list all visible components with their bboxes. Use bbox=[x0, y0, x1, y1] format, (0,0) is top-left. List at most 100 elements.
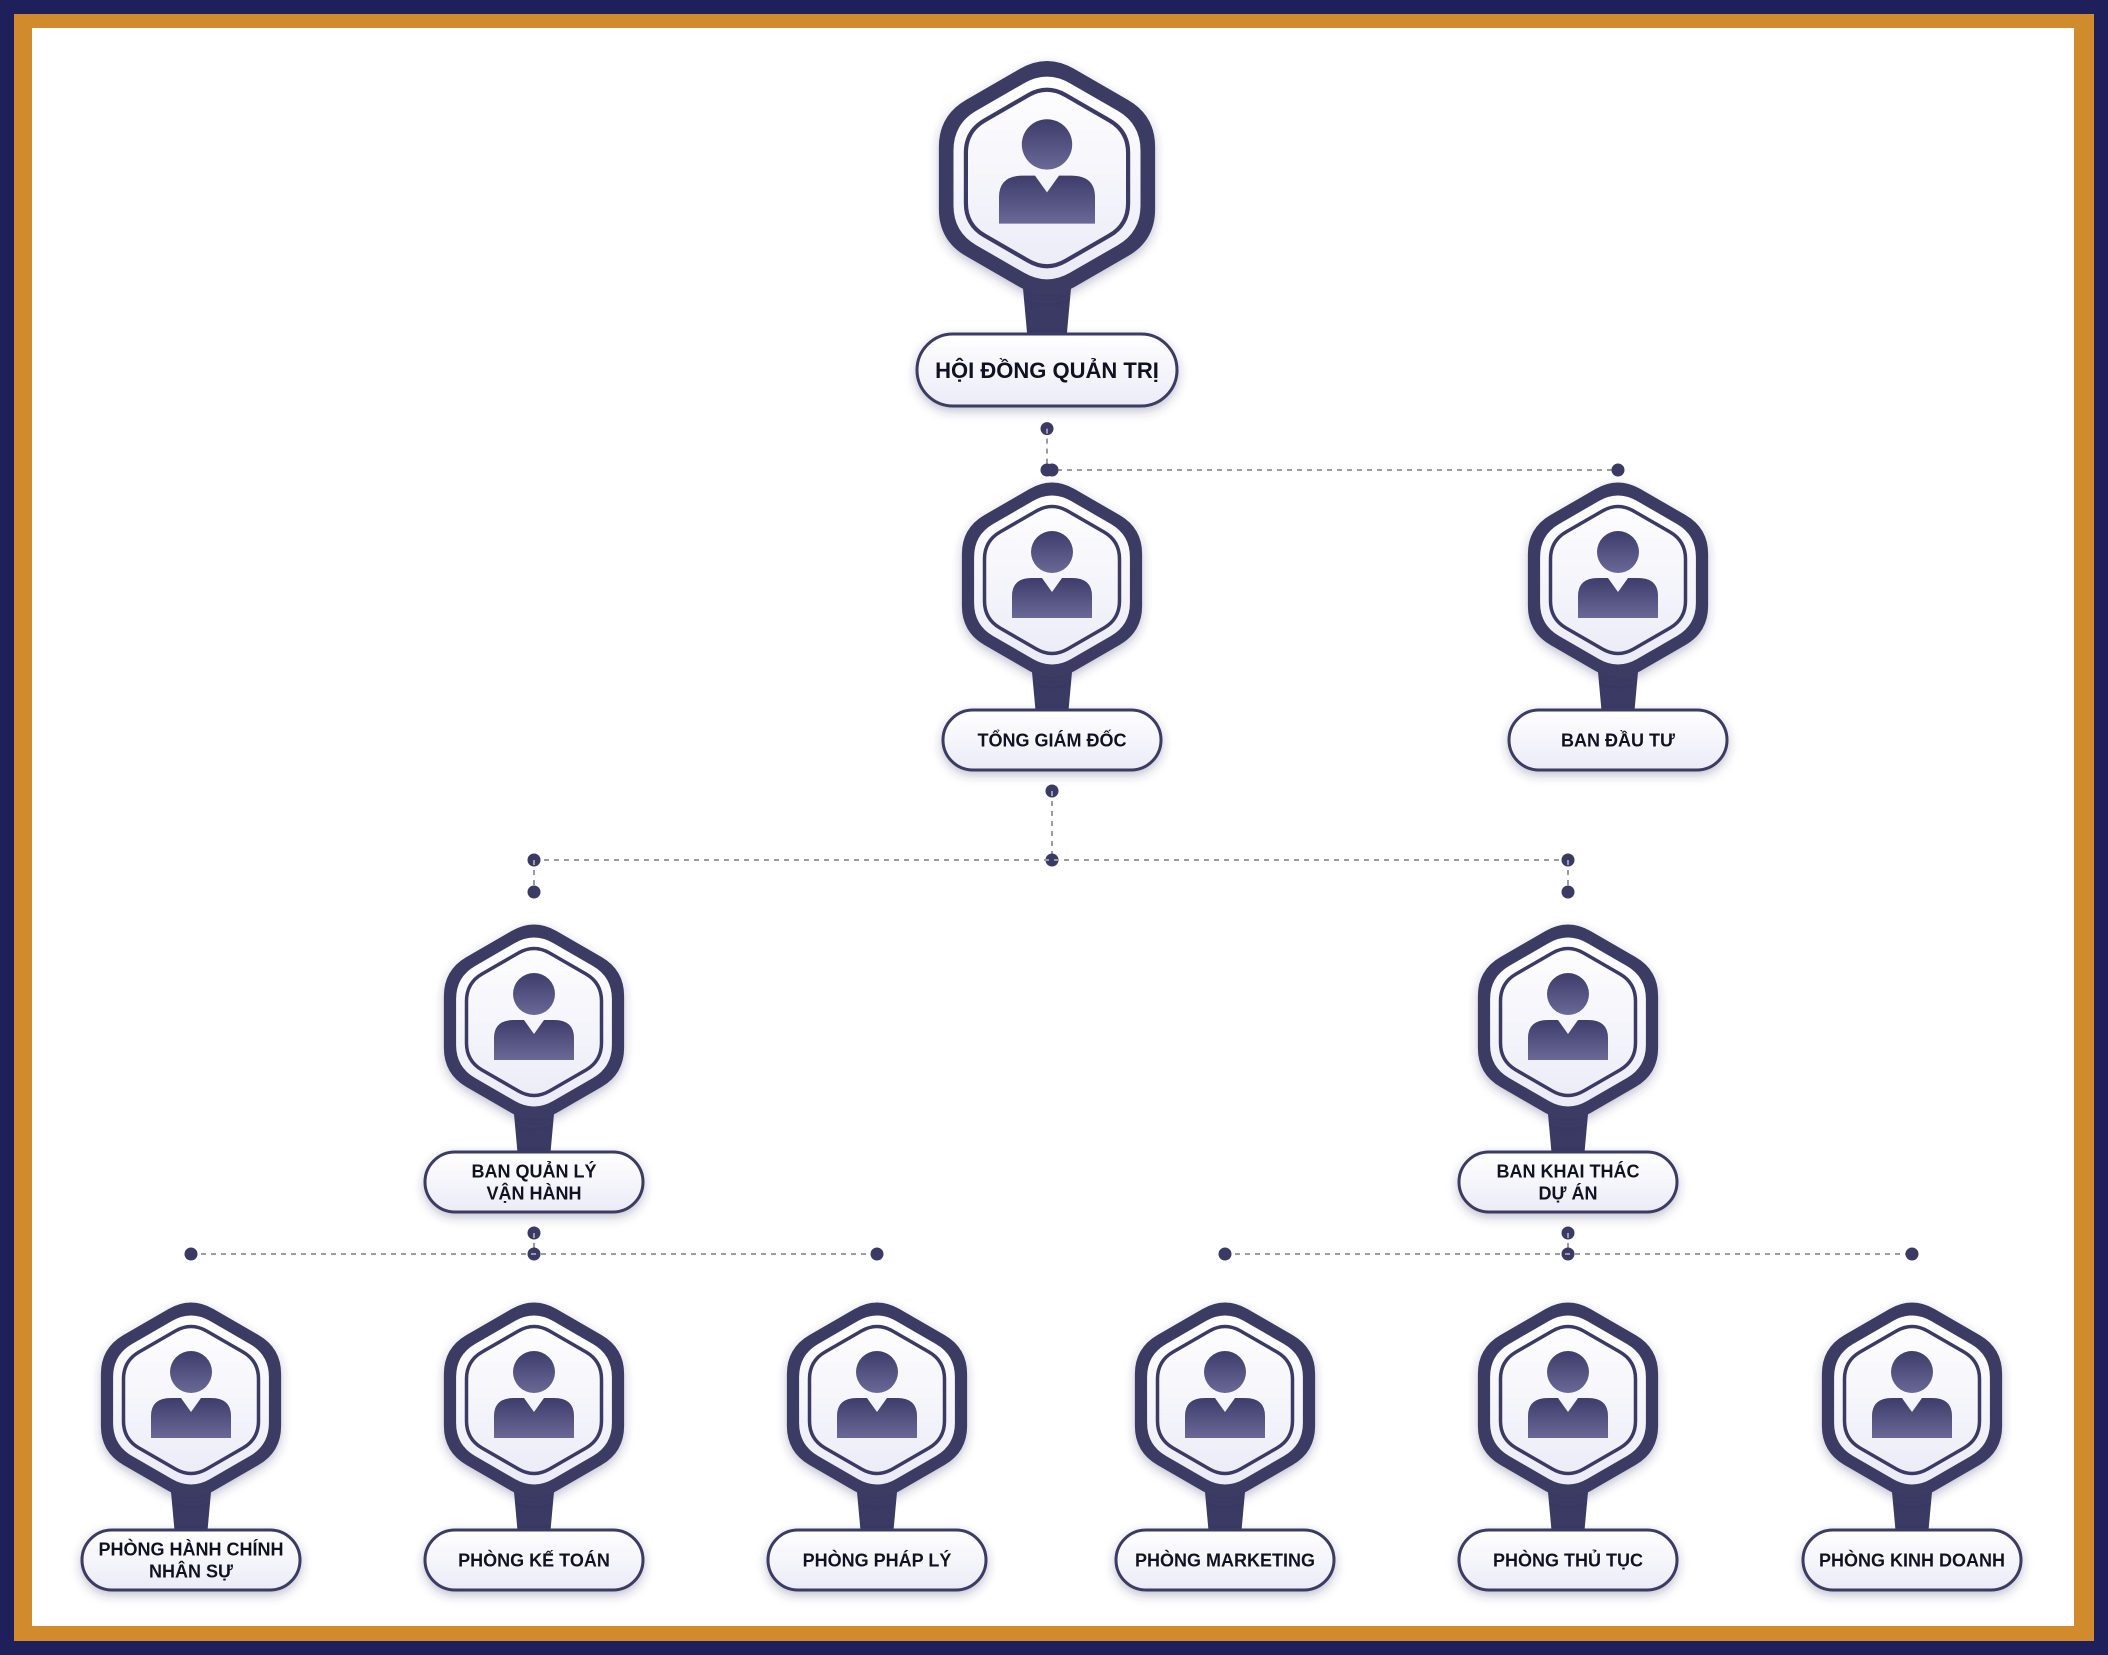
org-node-pmkt[interactable]: PHÒNG MARKETING bbox=[1114, 1302, 1336, 1592]
hexagon-inner bbox=[953, 76, 1141, 280]
org-node-ppl[interactable]: PHÒNG PHÁP LÝ bbox=[766, 1302, 988, 1592]
hexagon-ring bbox=[1498, 1324, 1638, 1476]
node-title: HỘI ĐỒNG QUẢN TRỊ bbox=[935, 358, 1159, 383]
node-neck bbox=[1548, 1492, 1588, 1536]
person-icon bbox=[151, 1351, 231, 1438]
node-label: PHÒNG PHÁP LÝ bbox=[766, 1528, 988, 1592]
connector-dot bbox=[184, 1247, 198, 1261]
hexagon-ring bbox=[1498, 946, 1638, 1098]
label-pill bbox=[1114, 1528, 1336, 1592]
node-neck bbox=[1892, 1492, 1932, 1536]
person-icon bbox=[494, 973, 574, 1060]
node-title: NHÂN SỰ bbox=[149, 1560, 233, 1581]
node-label: PHÒNG MARKETING bbox=[1114, 1528, 1336, 1592]
person-icon bbox=[1578, 531, 1658, 618]
hexagon-ring bbox=[1842, 1324, 1982, 1476]
node-neck bbox=[1023, 288, 1071, 342]
node-title: TỔNG GIÁM ĐỐC bbox=[978, 729, 1127, 750]
connector-dot bbox=[870, 1247, 884, 1261]
node-title: PHÒNG HÀNH CHÍNH bbox=[98, 1539, 283, 1560]
label-pill bbox=[1457, 1150, 1679, 1214]
node-title: DỰ ÁN bbox=[1539, 1182, 1598, 1203]
label-pill bbox=[766, 1528, 988, 1592]
node-label: HỘI ĐỒNG QUẢN TRỊ bbox=[915, 332, 1179, 408]
node-title: PHÒNG KẾ TOÁN bbox=[458, 1549, 610, 1570]
node-neck bbox=[1032, 672, 1072, 716]
connector-dot bbox=[1905, 1247, 1919, 1261]
hexagon-inner bbox=[456, 937, 612, 1107]
node-label: PHÒNG KẾ TOÁN bbox=[423, 1528, 645, 1592]
hexagon-ring bbox=[1548, 504, 1688, 656]
connector-dot bbox=[1561, 885, 1575, 899]
label-pill bbox=[80, 1528, 302, 1592]
node-neck bbox=[857, 1492, 897, 1536]
node-neck bbox=[1205, 1492, 1245, 1536]
person-icon bbox=[837, 1351, 917, 1438]
hexagon-ring bbox=[982, 504, 1122, 656]
connector-dot bbox=[527, 885, 541, 899]
person-icon bbox=[1012, 531, 1092, 618]
org-nodes: HỘI ĐỒNG QUẢN TRỊ TỔNG GIÁM ĐỐC BAN ĐẦU TƯ… bbox=[80, 61, 2023, 1592]
hexagon-ring bbox=[807, 1324, 947, 1476]
connector-dot bbox=[1218, 1247, 1232, 1261]
label-pill bbox=[423, 1150, 645, 1214]
hexagon-inner bbox=[799, 1315, 955, 1485]
connector-dot bbox=[1045, 853, 1059, 867]
hexagon-inner bbox=[974, 495, 1130, 665]
org-chart: HỘI ĐỒNG QUẢN TRỊ TỔNG GIÁM ĐỐC BAN ĐẦU TƯ… bbox=[80, 61, 2023, 1592]
org-node-tgd[interactable]: TỔNG GIÁM ĐỐC bbox=[941, 482, 1163, 772]
org-node-bdt[interactable]: BAN ĐẦU TƯ bbox=[1507, 482, 1729, 772]
node-title: BAN ĐẦU TƯ bbox=[1561, 729, 1675, 750]
hexagon-inner bbox=[1147, 1315, 1303, 1485]
hexagon-ring bbox=[963, 87, 1131, 269]
person-icon bbox=[494, 1351, 574, 1438]
node-title: PHÒNG THỦ TỤC bbox=[1493, 1549, 1643, 1570]
hexagon-inner bbox=[1490, 937, 1646, 1107]
node-title: BAN QUẢN LÝ bbox=[472, 1161, 597, 1182]
org-chart-canvas: HỘI ĐỒNG QUẢN TRỊ TỔNG GIÁM ĐỐC BAN ĐẦU TƯ… bbox=[32, 28, 2074, 1626]
person-icon bbox=[1528, 1351, 1608, 1438]
node-label: TỔNG GIÁM ĐỐC bbox=[941, 708, 1163, 772]
label-pill bbox=[1801, 1528, 2023, 1592]
person-icon bbox=[999, 119, 1095, 224]
hexagon-inner bbox=[456, 1315, 612, 1485]
org-node-pkd[interactable]: PHÒNG KINH DOANH bbox=[1801, 1302, 2023, 1592]
label-pill bbox=[423, 1528, 645, 1592]
node-label: PHÒNG KINH DOANH bbox=[1801, 1528, 2023, 1592]
node-title: PHÒNG KINH DOANH bbox=[1819, 1549, 2005, 1570]
node-neck bbox=[1598, 672, 1638, 716]
node-neck bbox=[171, 1492, 211, 1536]
person-icon bbox=[1528, 973, 1608, 1060]
node-title: PHÒNG PHÁP LÝ bbox=[803, 1549, 952, 1570]
hexagon-ring bbox=[121, 1324, 261, 1476]
label-pill bbox=[1507, 708, 1729, 772]
node-neck bbox=[1548, 1114, 1588, 1158]
node-label: BAN ĐẦU TƯ bbox=[1507, 708, 1729, 772]
connector-lines bbox=[184, 422, 1919, 1261]
node-neck bbox=[514, 1492, 554, 1536]
node-title: BAN KHAI THÁC bbox=[1497, 1161, 1640, 1182]
org-node-ptt[interactable]: PHÒNG THỦ TỤC bbox=[1457, 1302, 1679, 1592]
node-label: PHÒNG THỦ TỤC bbox=[1457, 1528, 1679, 1592]
person-icon bbox=[1872, 1351, 1952, 1438]
label-pill bbox=[941, 708, 1163, 772]
node-title: PHÒNG MARKETING bbox=[1135, 1549, 1315, 1570]
org-node-pkt[interactable]: PHÒNG KẾ TOÁN bbox=[423, 1302, 645, 1592]
org-node-hdqt[interactable]: HỘI ĐỒNG QUẢN TRỊ bbox=[915, 61, 1179, 408]
hexagon-inner bbox=[1490, 1315, 1646, 1485]
person-icon bbox=[1185, 1351, 1265, 1438]
connector-dot bbox=[1045, 463, 1059, 477]
hexagon-ring bbox=[464, 946, 604, 1098]
hexagon-inner bbox=[1540, 495, 1696, 665]
hexagon-ring bbox=[464, 1324, 604, 1476]
node-neck bbox=[514, 1114, 554, 1158]
label-pill bbox=[1457, 1528, 1679, 1592]
hexagon-inner bbox=[113, 1315, 269, 1485]
label-pill bbox=[915, 332, 1179, 408]
